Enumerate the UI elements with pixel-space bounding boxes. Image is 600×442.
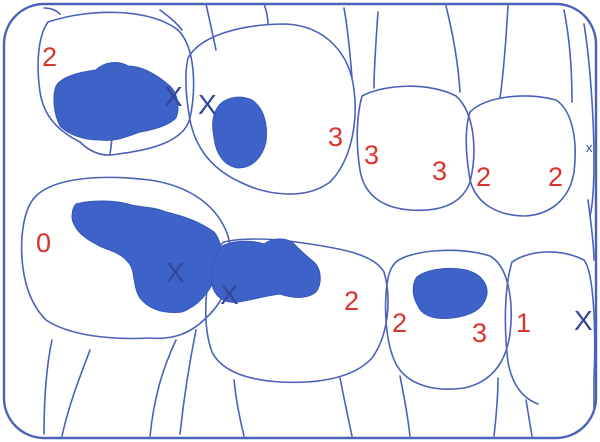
lower-premolar2-mesial-score: 3	[472, 318, 487, 348]
upper-canine-root-line-2	[446, 6, 460, 92]
lower-molar-lesion	[72, 201, 221, 312]
lower-premolar2-root-line-2	[494, 378, 498, 436]
upper-lateral-distal-score: 2	[476, 162, 491, 192]
upper-premolar-lesion	[213, 97, 267, 168]
lower-canine-root-line	[526, 400, 532, 436]
lower-premolar-mark: X	[220, 279, 239, 310]
lower-premolar2-lesion	[413, 268, 487, 318]
upper-premolar-mesial-score: 3	[328, 122, 343, 152]
upper-molar-score: 2	[42, 42, 57, 72]
upper-lateral-outline	[466, 96, 575, 216]
upper-root-line-1	[160, 10, 182, 30]
upper-molar-lesion	[54, 63, 178, 141]
lower-molar-root-line-2	[62, 350, 90, 436]
upper-molar-mesial-mark: X	[164, 81, 183, 112]
upper-root-line-2	[206, 4, 216, 50]
lower-molar-root-line-4	[180, 330, 196, 434]
upper-lateral-root-line	[500, 6, 508, 98]
lower-premolar-root-line-2	[340, 378, 352, 436]
upper-molar-root-line	[44, 8, 60, 14]
upper-incisor-outline	[584, 24, 594, 216]
lower-molar-root-line-1	[44, 340, 52, 434]
upper-canine-root-line	[374, 12, 378, 88]
upper-lateral-root-line-2	[564, 10, 572, 102]
lower-premolar-root-line-1	[234, 380, 244, 436]
lower-canine-mark: X	[574, 305, 593, 336]
upper-canine-mesial-score: 3	[432, 156, 447, 186]
upper-incisor-mark: x	[586, 140, 593, 155]
lower-premolar-mesial-score: 2	[344, 286, 359, 316]
lower-molar-root-line-3	[150, 340, 176, 436]
upper-premolar-root-line	[264, 4, 268, 24]
lower-canine-distal-score: 1	[516, 308, 531, 338]
upper-lateral-mesial-score: 2	[548, 162, 563, 192]
lower-molar-mark: X	[166, 257, 185, 288]
lower-premolar2-distal-score: 2	[392, 308, 407, 338]
upper-canine-distal-score: 3	[364, 140, 379, 170]
upper-premolar-distal-mark: X	[198, 89, 217, 120]
lower-molar-score: 0	[36, 228, 51, 258]
lower-premolar2-root-line-1	[400, 376, 410, 436]
